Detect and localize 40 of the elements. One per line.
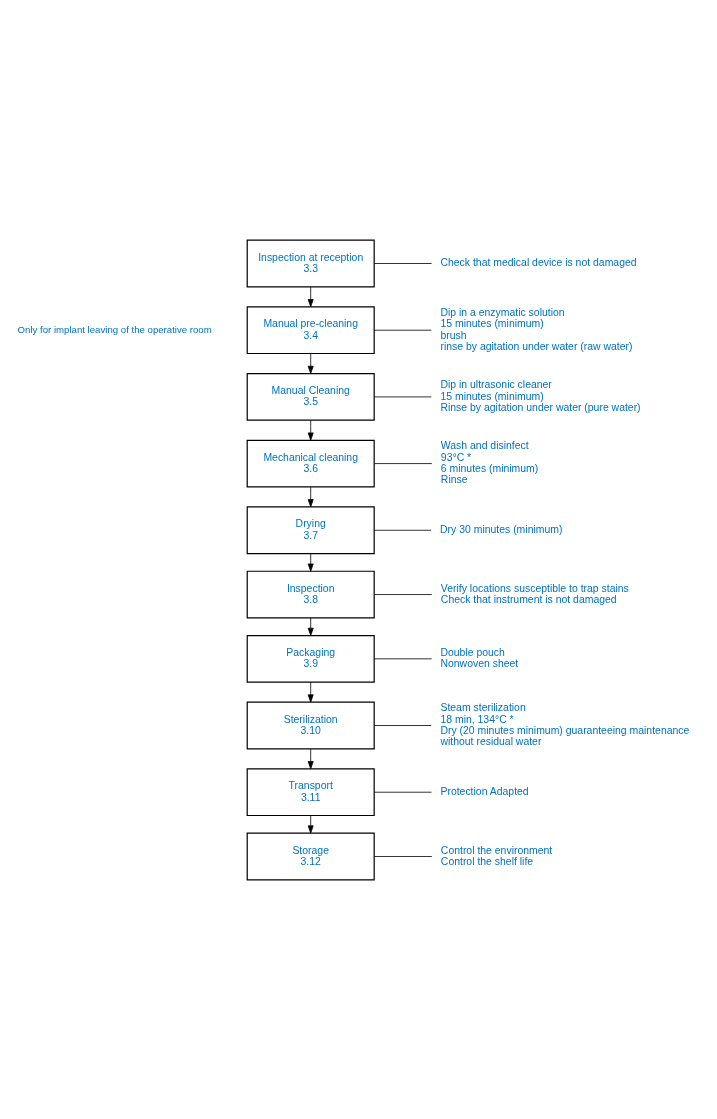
arrow xyxy=(307,486,314,507)
node-text: Control the environment Control the shelf life xyxy=(440,844,553,867)
node-box: Packaging 3.9 xyxy=(246,634,375,683)
node-text: Protection Adapted xyxy=(440,785,529,797)
node-box: Inspection at reception 3.3 xyxy=(246,239,375,287)
connector xyxy=(373,262,432,264)
node-text: Dry 30 minutes (minimum) xyxy=(440,523,563,535)
node-text: Steam sterilization 18 min, 134°C * Dry (20 minutes minimum) guaranteeing maintenance without residual water xyxy=(440,701,690,747)
connector xyxy=(373,791,432,793)
node-text: Dip in ultrasonic cleaner 15 minutes (minimum) Rinse by agitation under water (pure water) xyxy=(440,378,641,413)
node-box: Drying 3.7 xyxy=(246,505,375,554)
connector xyxy=(373,593,433,595)
node-box: Manual pre-cleaning 3.4 xyxy=(246,305,375,354)
node-box: Sterilization 3.10 xyxy=(246,701,375,749)
connector xyxy=(374,724,432,726)
node-text: Double pouch Nonwoven sheet xyxy=(440,646,519,669)
node-box: Mechanical cleaning 3.6 xyxy=(246,439,375,487)
connector xyxy=(373,329,432,331)
arrow xyxy=(307,681,314,702)
node-text: Wash and disinfect 93°C * 6 minutes (minimum) Rinse xyxy=(440,439,539,485)
arrow xyxy=(307,352,314,374)
node-box: Manual Cleaning 3.5 xyxy=(246,372,375,421)
node-text: Check that medical device is not damaged xyxy=(440,256,637,268)
connector xyxy=(373,855,433,857)
connector xyxy=(373,396,432,397)
label: Only for implant leaving of the operative room xyxy=(17,323,212,335)
arrow xyxy=(307,286,314,307)
node-box: Storage 3.12 xyxy=(246,832,375,880)
arrow xyxy=(307,552,314,572)
connector xyxy=(373,657,432,659)
node-box: Inspection 3.8 xyxy=(246,570,375,618)
arrow xyxy=(307,419,314,441)
arrow xyxy=(307,617,314,636)
arrow xyxy=(307,814,314,833)
node-text: Verify locations susceptible to trap stains Check that instrument is not damaged xyxy=(440,582,629,605)
arrow xyxy=(307,748,314,769)
node-box: Transport 3.11 xyxy=(246,767,375,816)
connector xyxy=(373,462,433,464)
connector xyxy=(374,529,432,531)
node-text: Dip in a enzymatic solution 15 minutes (minimum) brush rinse by agitation under water (raw water) xyxy=(440,306,633,352)
